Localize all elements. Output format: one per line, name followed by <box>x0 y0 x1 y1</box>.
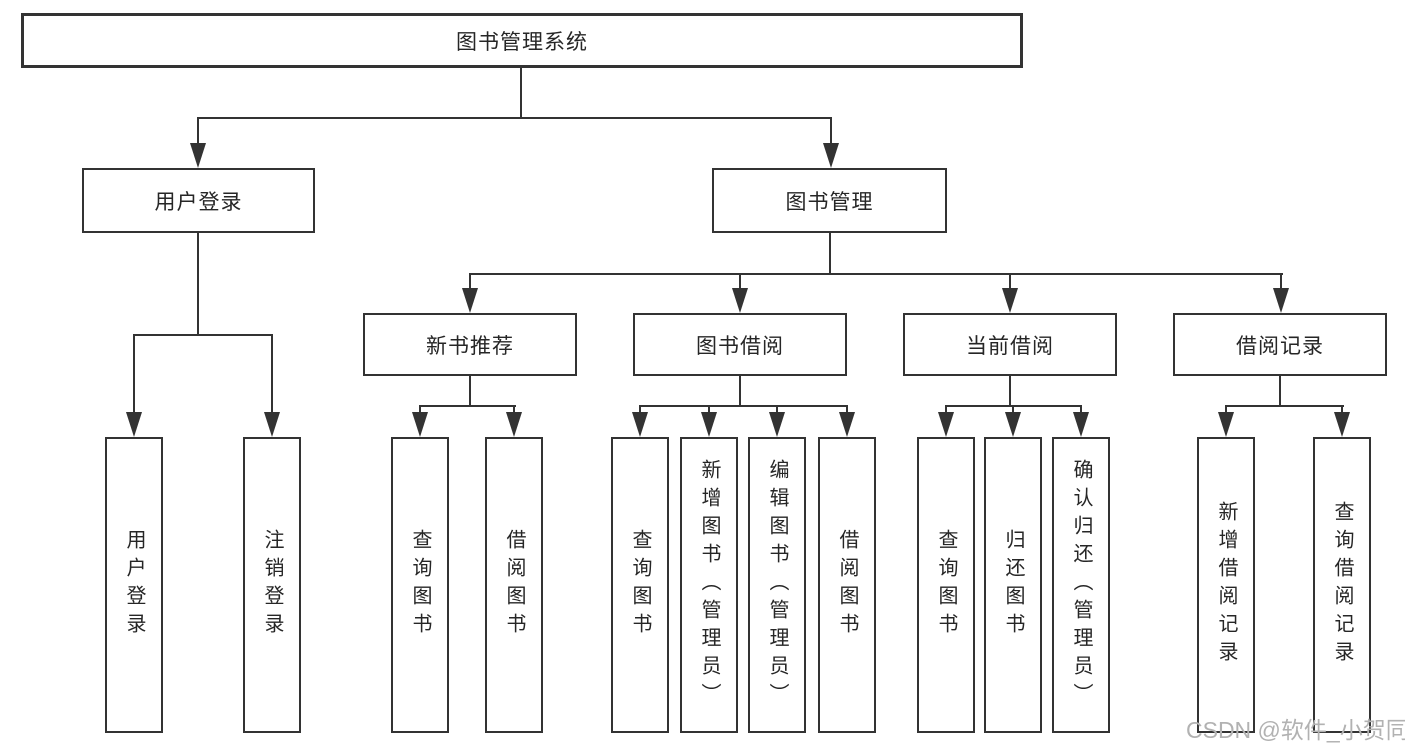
connector-vline <box>513 405 515 415</box>
connector-vline <box>739 273 741 291</box>
leaf-add-book-admin: 新增图书（管理员） <box>680 437 738 733</box>
leaf-borrow-books-recommend: 借阅图书 <box>485 437 543 733</box>
node-user-login-label: 用户登录 <box>154 190 243 214</box>
leaf-query-books-current: 查询图书 <box>917 437 975 733</box>
node-user-login: 用户登录 <box>82 168 315 233</box>
connector-vline <box>708 405 710 415</box>
leaf-return-books-label: 归还图书 <box>1002 529 1024 641</box>
leaf-query-books-borrowing: 查询图书 <box>611 437 669 733</box>
connector-vline <box>197 233 199 335</box>
leaf-add-borrow-record: 新增借阅记录 <box>1197 437 1255 733</box>
leaf-query-borrow-record-label: 查询借阅记录 <box>1331 501 1353 669</box>
down-arrowhead <box>412 412 428 437</box>
node-current-borrowing: 当前借阅 <box>903 313 1117 376</box>
connector-vline <box>1279 376 1281 407</box>
down-arrowhead <box>1002 288 1018 313</box>
connector-vline <box>419 405 421 415</box>
connector-vline <box>469 273 471 291</box>
connector-hline <box>1225 405 1344 407</box>
connector-vline <box>133 334 135 414</box>
leaf-user-login: 用户登录 <box>105 437 163 733</box>
leaf-query-books-recommend: 查询图书 <box>391 437 449 733</box>
down-arrowhead <box>701 412 717 437</box>
leaf-logout-login: 注销登录 <box>243 437 301 733</box>
leaf-return-books: 归还图书 <box>984 437 1042 733</box>
node-book-management-label: 图书管理 <box>785 190 874 214</box>
leaf-confirm-return-admin-label: 确认归还（管理员） <box>1070 459 1092 711</box>
node-root-label: 图书管理系统 <box>456 30 588 54</box>
down-arrowhead <box>1005 412 1021 437</box>
connector-vline <box>197 117 199 146</box>
down-arrowhead <box>1073 412 1089 437</box>
connector-vline <box>639 405 641 415</box>
down-arrowhead <box>938 412 954 437</box>
connector-hline <box>639 405 848 407</box>
leaf-borrow-books-recommend-label: 借阅图书 <box>503 529 525 641</box>
node-borrowing-records: 借阅记录 <box>1173 313 1387 376</box>
connector-hline <box>419 405 516 407</box>
down-arrowhead <box>264 412 280 437</box>
leaf-user-login-label: 用户登录 <box>123 529 145 641</box>
down-arrowhead <box>462 288 478 313</box>
leaf-logout-login-label: 注销登录 <box>261 529 283 641</box>
node-book-borrowing-label: 图书借阅 <box>696 334 784 358</box>
leaf-query-books-borrowing-label: 查询图书 <box>629 529 651 641</box>
down-arrowhead <box>823 143 839 168</box>
down-arrowhead <box>632 412 648 437</box>
node-root: 图书管理系统 <box>21 13 1023 68</box>
connector-vline <box>520 68 522 118</box>
leaf-borrow-books-label: 借阅图书 <box>836 529 858 641</box>
connector-vline <box>776 405 778 415</box>
connector-vline <box>1080 405 1082 415</box>
leaf-borrow-books: 借阅图书 <box>818 437 876 733</box>
node-borrowing-records-label: 借阅记录 <box>1236 334 1324 358</box>
csdn-watermark: CSDN @软件_小贺同学 <box>1186 717 1405 743</box>
leaf-query-borrow-record: 查询借阅记录 <box>1313 437 1371 733</box>
connector-hline <box>469 273 1283 275</box>
connector-vline <box>1341 405 1343 415</box>
connector-vline <box>830 117 832 146</box>
down-arrowhead <box>1334 412 1350 437</box>
down-arrowhead <box>839 412 855 437</box>
connector-hline <box>197 117 832 119</box>
down-arrowhead <box>1218 412 1234 437</box>
node-current-borrowing-label: 当前借阅 <box>966 334 1054 358</box>
leaf-query-books-recommend-label: 查询图书 <box>409 529 431 641</box>
connector-vline <box>846 405 848 415</box>
leaf-edit-book-admin-label: 编辑图书（管理员） <box>766 459 788 711</box>
connector-vline <box>1280 273 1282 291</box>
leaf-add-borrow-record-label: 新增借阅记录 <box>1215 501 1237 669</box>
connector-vline <box>1012 405 1014 415</box>
leaf-confirm-return-admin: 确认归还（管理员） <box>1052 437 1110 733</box>
connector-vline <box>945 405 947 415</box>
leaf-add-book-admin-label: 新增图书（管理员） <box>698 459 720 711</box>
connector-vline <box>469 376 471 407</box>
connector-vline <box>1009 376 1011 407</box>
down-arrowhead <box>732 288 748 313</box>
down-arrowhead <box>506 412 522 437</box>
leaf-edit-book-admin: 编辑图书（管理员） <box>748 437 806 733</box>
down-arrowhead <box>1273 288 1289 313</box>
connector-vline <box>271 334 273 414</box>
down-arrowhead <box>769 412 785 437</box>
connector-vline <box>739 376 741 407</box>
connector-vline <box>1009 273 1011 291</box>
node-new-book-recommendation-label: 新书推荐 <box>426 334 514 358</box>
down-arrowhead <box>190 143 206 168</box>
connector-vline <box>1225 405 1227 415</box>
connector-vline <box>829 233 831 274</box>
node-new-book-recommendation: 新书推荐 <box>363 313 577 376</box>
down-arrowhead <box>126 412 142 437</box>
node-book-borrowing: 图书借阅 <box>633 313 847 376</box>
node-book-management: 图书管理 <box>712 168 947 233</box>
connector-hline <box>133 334 273 336</box>
leaf-query-books-current-label: 查询图书 <box>935 529 957 641</box>
